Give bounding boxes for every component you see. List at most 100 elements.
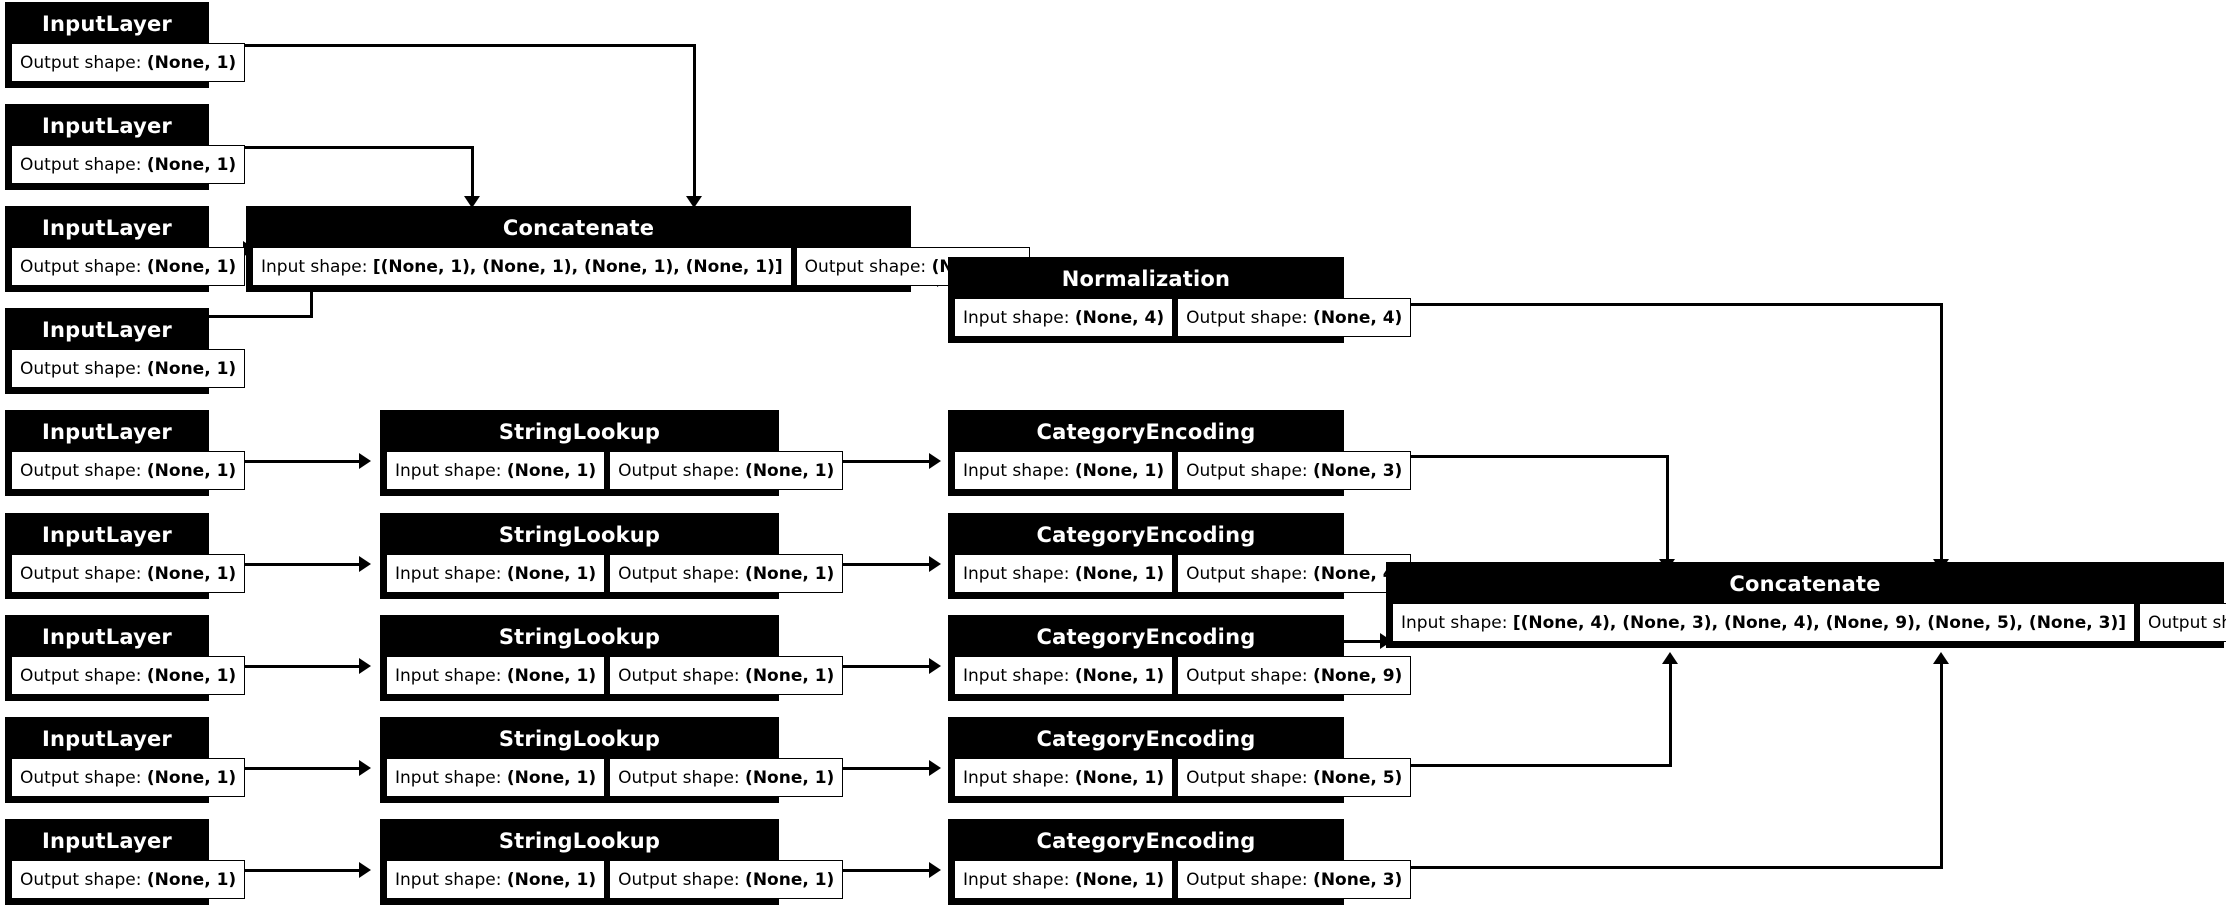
output-shape-cell: Output shape: (None, 1) bbox=[11, 247, 246, 286]
output-shape-label: Output shape: bbox=[20, 665, 142, 686]
output-shape-cell: Output shape: (None, 1) bbox=[609, 758, 844, 797]
arrowhead-input5-to-stringlookup1 bbox=[359, 453, 371, 469]
node-concatenate-numeric[interactable]: Concatenate Input shape: [(None, 1), (No… bbox=[246, 206, 1030, 292]
node-inputlayer-9[interactable]: InputLayer Output shape: (None, 1) bbox=[5, 819, 246, 905]
input-shape-value: (None, 1) bbox=[1074, 767, 1165, 788]
output-shape-value: (None, 1) bbox=[146, 460, 237, 481]
output-shape-label: Output shape: bbox=[618, 563, 740, 584]
input-shape-cell: Input shape: (None, 1) bbox=[386, 554, 606, 593]
node-inputlayer-4[interactable]: InputLayer Output shape: (None, 1) bbox=[5, 308, 246, 394]
input-shape-value: (None, 1) bbox=[506, 767, 597, 788]
output-shape-label: Output shape: bbox=[618, 460, 740, 481]
input-shape-value: (None, 1) bbox=[1074, 665, 1165, 686]
input-shape-cell: Input shape: (None, 1) bbox=[954, 860, 1174, 899]
node-categoryencoding-5[interactable]: CategoryEncoding Input shape: (None, 1) … bbox=[948, 819, 1412, 905]
output-shape-label: Output shape: bbox=[1186, 665, 1308, 686]
input-shape-value: (None, 1) bbox=[506, 869, 597, 890]
input-shape-cell: Input shape: (None, 1) bbox=[954, 554, 1174, 593]
node-title: InputLayer bbox=[8, 822, 206, 860]
node-inputlayer-6[interactable]: InputLayer Output shape: (None, 1) bbox=[5, 513, 246, 599]
arrowhead-categoryencoding5-to-concat-all bbox=[1933, 652, 1949, 664]
edge-categoryencoding1-to-concat-all-v bbox=[1666, 455, 1669, 561]
edge-categoryencoding3-to-concat-all bbox=[1342, 640, 1394, 643]
node-inputlayer-5[interactable]: InputLayer Output shape: (None, 1) bbox=[5, 410, 246, 496]
node-categoryencoding-4[interactable]: CategoryEncoding Input shape: (None, 1) … bbox=[948, 717, 1412, 803]
arrowhead-stringlookup3-to-categoryencoding3 bbox=[929, 658, 941, 674]
node-title: CategoryEncoding bbox=[951, 618, 1341, 656]
output-shape-value: (None, 1) bbox=[745, 460, 835, 481]
input-shape-value: (None, 1) bbox=[506, 563, 597, 584]
output-shape-cell: Output shape: (None, 1) bbox=[11, 758, 246, 797]
input-shape-cell: Input shape: (None, 1) bbox=[954, 656, 1174, 695]
edge-stringlookup4-to-categoryencoding4 bbox=[779, 767, 931, 770]
edge-stringlookup5-to-categoryencoding5 bbox=[779, 869, 931, 872]
arrowhead-stringlookup5-to-categoryencoding5 bbox=[929, 862, 941, 878]
output-shape-value: (None, 9) bbox=[1313, 665, 1403, 686]
output-shape-cell: Output shape: (None, 1) bbox=[11, 349, 246, 388]
input-shape-cell: Input shape: (None, 1) bbox=[954, 758, 1174, 797]
edge-input8-to-stringlookup4 bbox=[209, 767, 361, 770]
edge-normalization-to-concat-all-h bbox=[1342, 303, 1943, 306]
edge-input9-to-stringlookup5 bbox=[209, 869, 361, 872]
output-shape-label: Output shape: bbox=[20, 256, 142, 277]
output-shape-cell: Output shape: (None, 4) bbox=[1177, 554, 1412, 593]
input-shape-label: Input shape: bbox=[963, 665, 1070, 686]
edge-stringlookup2-to-categoryencoding2 bbox=[779, 563, 931, 566]
edge-stringlookup3-to-categoryencoding3 bbox=[779, 665, 931, 668]
output-shape-cell: Output shape: (None, 1) bbox=[11, 860, 246, 899]
node-title: StringLookup bbox=[383, 516, 776, 554]
node-stringlookup-4[interactable]: StringLookup Input shape: (None, 1) Outp… bbox=[380, 717, 844, 803]
node-title: InputLayer bbox=[8, 516, 206, 554]
node-categoryencoding-3[interactable]: CategoryEncoding Input shape: (None, 1) … bbox=[948, 615, 1412, 701]
node-title: StringLookup bbox=[383, 618, 776, 656]
input-shape-cell: Input shape: (None, 1) bbox=[954, 451, 1174, 490]
output-shape-cell: Output shape: (None, 3) bbox=[1177, 860, 1412, 899]
output-shape-value: (None, 1) bbox=[745, 665, 835, 686]
node-normalization[interactable]: Normalization Input shape: (None, 4) Out… bbox=[948, 257, 1412, 343]
node-inputlayer-7[interactable]: InputLayer Output shape: (None, 1) bbox=[5, 615, 246, 701]
node-inputlayer-2[interactable]: InputLayer Output shape: (None, 1) bbox=[5, 104, 246, 190]
input-shape-label: Input shape: bbox=[1401, 612, 1508, 633]
node-stringlookup-2[interactable]: StringLookup Input shape: (None, 1) Outp… bbox=[380, 513, 844, 599]
output-shape-value: (None, 1) bbox=[745, 767, 835, 788]
edge-categoryencoding5-to-concat-all-h bbox=[1342, 866, 1943, 869]
node-inputlayer-3[interactable]: InputLayer Output shape: (None, 1) bbox=[5, 206, 246, 292]
node-categoryencoding-1[interactable]: CategoryEncoding Input shape: (None, 1) … bbox=[948, 410, 1412, 496]
output-shape-value: (None, 3) bbox=[1313, 869, 1403, 890]
output-shape-cell: Output shape: (None, 1) bbox=[609, 451, 844, 490]
node-stringlookup-3[interactable]: StringLookup Input shape: (None, 1) Outp… bbox=[380, 615, 844, 701]
input-shape-cell: Input shape: (None, 1) bbox=[386, 656, 606, 695]
arrowhead-input7-to-stringlookup3 bbox=[359, 658, 371, 674]
node-inputlayer-8[interactable]: InputLayer Output shape: (None, 1) bbox=[5, 717, 246, 803]
output-shape-value: (None, 4) bbox=[1313, 563, 1403, 584]
input-shape-cell: Input shape: [(None, 1), (None, 1), (Non… bbox=[252, 247, 792, 286]
node-categoryencoding-2[interactable]: CategoryEncoding Input shape: (None, 1) … bbox=[948, 513, 1412, 599]
input-shape-value: (None, 4) bbox=[1074, 307, 1165, 328]
node-stringlookup-1[interactable]: StringLookup Input shape: (None, 1) Outp… bbox=[380, 410, 844, 496]
output-shape-label: Output shape: bbox=[1186, 307, 1308, 328]
edge-categoryencoding1-to-concat-all-h bbox=[1342, 455, 1669, 458]
input-shape-label: Input shape: bbox=[963, 869, 1070, 890]
input-shape-value: (None, 1) bbox=[1074, 869, 1165, 890]
node-title: InputLayer bbox=[8, 618, 206, 656]
arrowhead-stringlookup1-to-categoryencoding1 bbox=[929, 453, 941, 469]
output-shape-label: Output shape: bbox=[20, 767, 142, 788]
edge-input6-to-stringlookup2 bbox=[209, 563, 361, 566]
output-shape-cell: Output shape: (None, 4) bbox=[1177, 298, 1412, 337]
node-title: InputLayer bbox=[8, 209, 206, 247]
output-shape-value: (None, 1) bbox=[146, 869, 237, 890]
node-inputlayer-1[interactable]: InputLayer Output shape: (None, 1) bbox=[5, 2, 246, 88]
edge-stringlookup1-to-categoryencoding1 bbox=[779, 460, 931, 463]
edge-categoryencoding4-to-concat-all-h bbox=[1342, 764, 1672, 767]
node-stringlookup-5[interactable]: StringLookup Input shape: (None, 1) Outp… bbox=[380, 819, 844, 905]
node-title: StringLookup bbox=[383, 720, 776, 758]
node-title: Concatenate bbox=[1389, 565, 2221, 603]
input-shape-cell: Input shape: (None, 1) bbox=[386, 451, 606, 490]
input-shape-value: [(None, 4), (None, 3), (None, 4), (None,… bbox=[1512, 612, 2126, 633]
node-title: StringLookup bbox=[383, 822, 776, 860]
input-shape-value: (None, 1) bbox=[1074, 460, 1165, 481]
edge-normalization-to-concat-all-v bbox=[1940, 303, 1943, 561]
arrowhead-input2-to-concat-numeric bbox=[464, 196, 480, 208]
node-concatenate-all[interactable]: Concatenate Input shape: [(None, 4), (No… bbox=[1386, 562, 2226, 648]
edge-input5-to-stringlookup1 bbox=[209, 460, 361, 463]
